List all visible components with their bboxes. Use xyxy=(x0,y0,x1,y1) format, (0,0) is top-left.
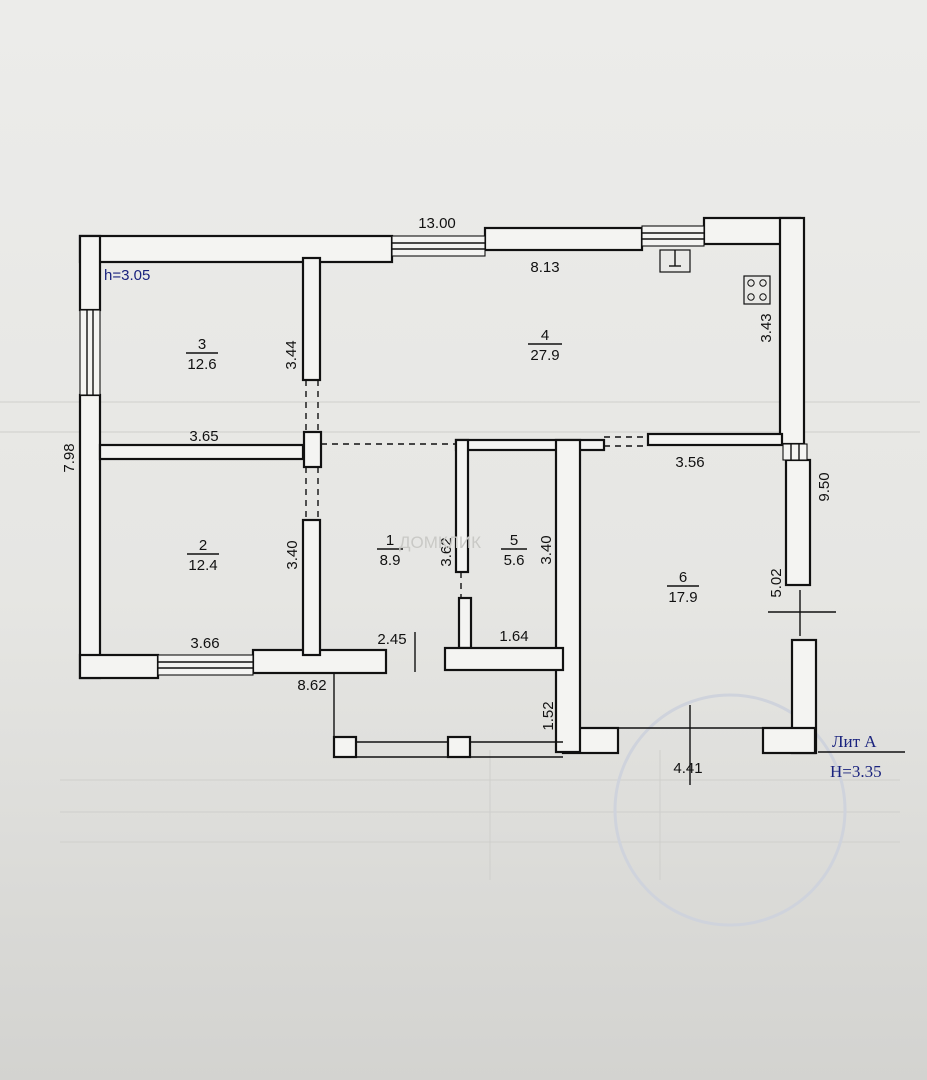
dim-left-total: 7.98 xyxy=(61,443,78,472)
svg-text:2: 2 xyxy=(199,537,207,554)
dimension-ticks xyxy=(414,590,905,785)
dim-r3-height: 3.44 xyxy=(283,340,300,369)
room-6-label: 6 17.9 xyxy=(667,569,699,606)
dim-r3-width: 3.65 xyxy=(189,428,218,445)
ceiling-height-small: h=3.05 xyxy=(104,267,150,284)
dim-r1-height: 3.62 xyxy=(438,537,455,566)
watermark: ДОМКЛИК xyxy=(399,533,481,552)
kitchen-sink-icon xyxy=(659,249,691,273)
wall-r1-r5-lower xyxy=(457,596,473,650)
wall-right-mid xyxy=(784,458,812,587)
wall-post xyxy=(302,430,323,469)
svg-text:4: 4 xyxy=(541,327,549,344)
svg-text:12.6: 12.6 xyxy=(187,356,216,373)
dim-r2-width: 3.66 xyxy=(190,635,219,652)
wall-r1-r5-upper xyxy=(454,438,470,574)
window-right xyxy=(782,443,808,461)
dim-top-kitchen: 8.13 xyxy=(530,259,559,276)
door-openings xyxy=(305,380,648,598)
dim-right-total: 9.50 xyxy=(816,472,833,501)
svg-text:17.9: 17.9 xyxy=(668,589,697,606)
stove-icon xyxy=(743,275,771,305)
wall-r3-r2 xyxy=(98,443,305,461)
background-table-lines xyxy=(0,401,920,880)
dim-r5-width: 1.64 xyxy=(499,628,528,645)
window-left xyxy=(79,309,101,396)
svg-text:12.4: 12.4 xyxy=(188,557,217,574)
wall-right-top xyxy=(778,216,806,446)
dim-r6-top: 3.56 xyxy=(675,454,704,471)
wall-left-top xyxy=(78,234,102,312)
dim-r6-right: 5.02 xyxy=(768,568,785,597)
wall-top-left xyxy=(78,234,394,264)
svg-text:6: 6 xyxy=(679,569,687,586)
wall-r5-bottom xyxy=(443,646,565,672)
dim-top-total: 13.00 xyxy=(418,215,456,232)
svg-text:3: 3 xyxy=(198,336,206,353)
dim-bottom-left: 8.62 xyxy=(297,677,326,694)
dim-r1-width: 2.45 xyxy=(377,631,406,648)
labels: h=3.05 13.00 8.13 3.65 3.66 2.45 1.64 8.… xyxy=(61,215,882,781)
dim-r2-height: 3.40 xyxy=(284,540,301,569)
room-1-label: 1 8.9 xyxy=(377,532,403,569)
room-3-label: 3 12.6 xyxy=(186,336,218,373)
wall-r5-top xyxy=(454,438,606,452)
window-bottom-left xyxy=(157,654,254,676)
lit-label: Лит А xyxy=(832,732,877,751)
porch-post-right xyxy=(446,735,472,759)
dim-r6-bottom: 4.41 xyxy=(673,760,702,777)
svg-text:27.9: 27.9 xyxy=(530,347,559,364)
wall-bottom-a xyxy=(78,653,160,680)
window-top-right xyxy=(641,225,705,247)
wall-r6-top xyxy=(646,432,784,447)
room-5-label: 5 5.6 xyxy=(501,532,527,569)
dim-porch-height: 1.52 xyxy=(540,701,557,730)
wall-r5-r6 xyxy=(554,438,582,754)
svg-text:5: 5 xyxy=(510,532,518,549)
wall-bottom-right xyxy=(761,726,817,755)
svg-text:1: 1 xyxy=(386,532,394,549)
ceiling-height-main: H=3.35 xyxy=(830,762,882,781)
svg-text:8.9: 8.9 xyxy=(380,552,401,569)
dim-r5-height: 3.40 xyxy=(538,535,555,564)
wall-r2-r1 xyxy=(301,518,322,657)
interior-walls xyxy=(98,256,784,754)
wall-top-mid xyxy=(483,226,644,252)
porch xyxy=(332,673,763,759)
svg-text:5.6: 5.6 xyxy=(504,552,525,569)
room-4-label: 4 27.9 xyxy=(528,327,562,364)
windows xyxy=(79,225,808,676)
stamp-seal xyxy=(613,693,847,927)
dim-kitchen-height: 3.43 xyxy=(758,313,775,342)
room-2-label: 2 12.4 xyxy=(187,537,219,574)
wall-r3-r4 xyxy=(301,256,322,382)
porch-post-left xyxy=(332,735,358,759)
wall-left-bottom xyxy=(78,393,102,680)
window-top-left xyxy=(391,235,486,257)
